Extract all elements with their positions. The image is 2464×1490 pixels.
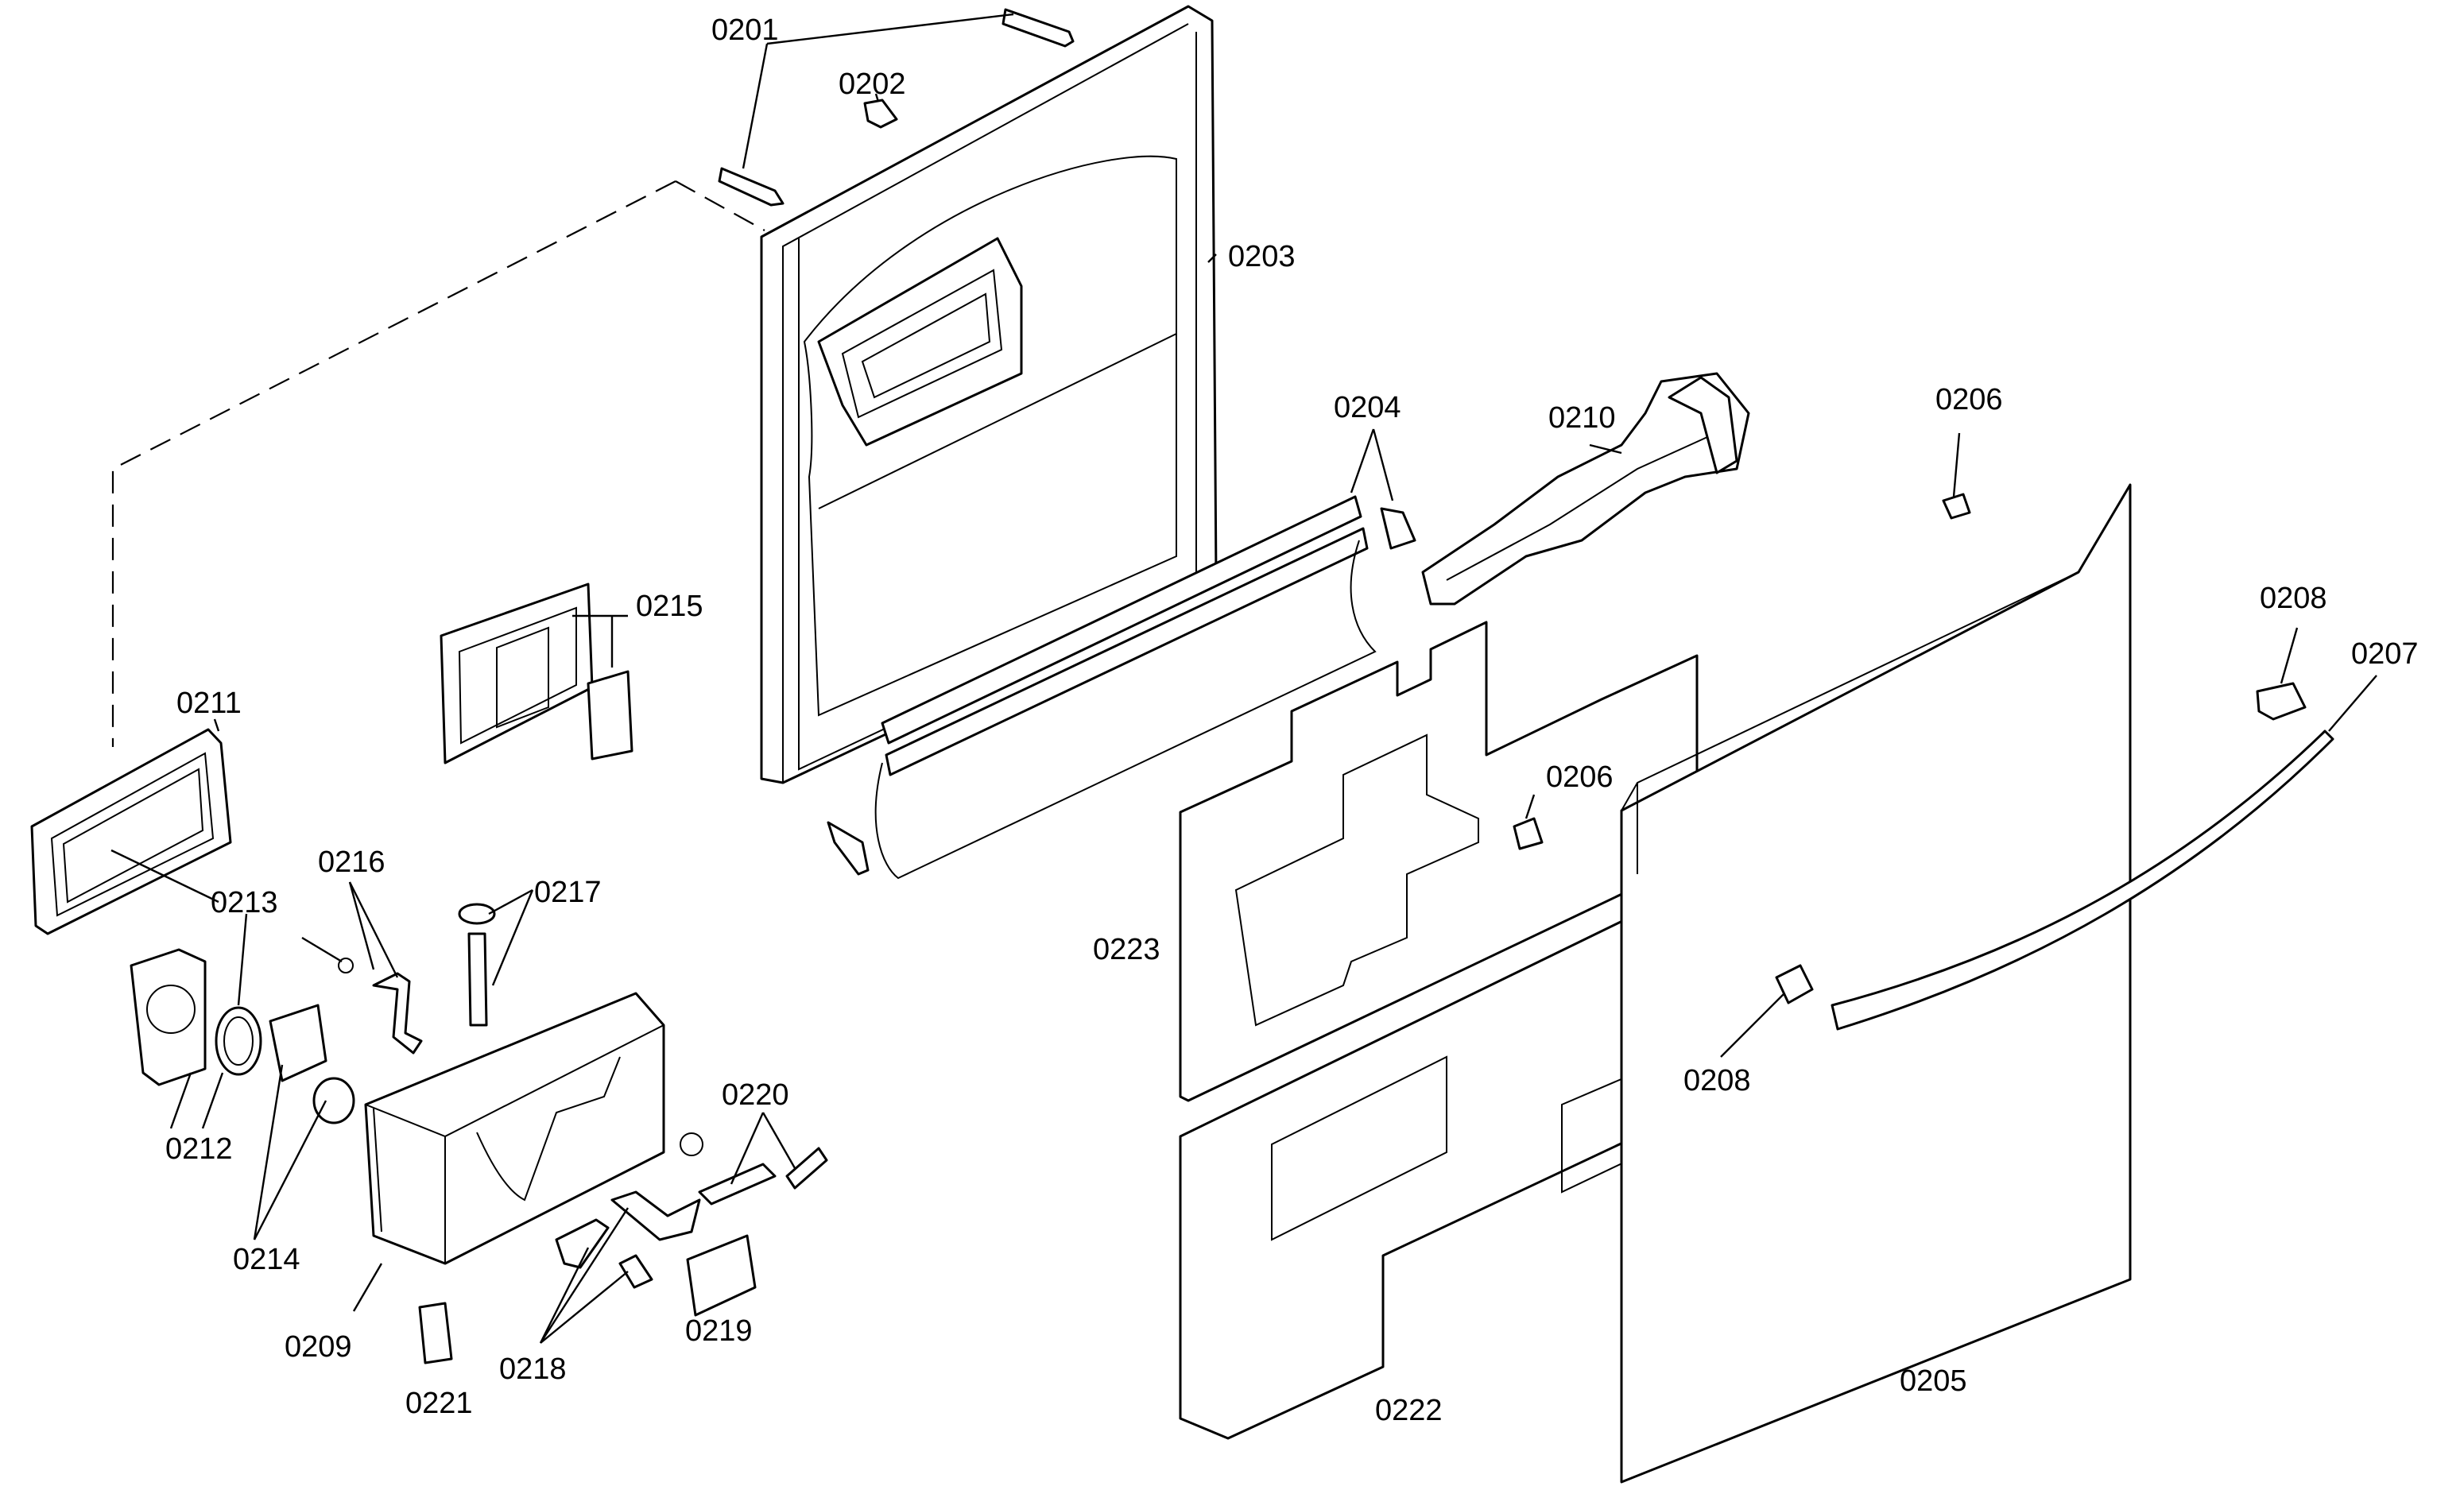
part-0207-handle-bar [1831, 730, 2334, 1031]
alignment-dashed-line [111, 180, 676, 747]
label-0207: 0207 [2351, 637, 2419, 671]
label-0202: 0202 [839, 68, 906, 101]
part-0201-screws [718, 8, 1075, 207]
label-0220: 0220 [722, 1078, 789, 1112]
part-0212-cover-plate [130, 948, 207, 1086]
label-0211: 0211 [176, 687, 242, 720]
label-0205: 0205 [1900, 1364, 1967, 1398]
part-0204-rail [827, 495, 1416, 880]
label-0204: 0204 [1334, 391, 1401, 424]
label-0221: 0221 [405, 1387, 473, 1420]
part-0221-card [418, 1302, 453, 1364]
label-0210: 0210 [1548, 401, 1616, 435]
part-0219-switch [686, 1234, 757, 1317]
part-0223-insulation-upper [1179, 621, 1699, 1102]
part-0206-screws [1513, 493, 1971, 850]
label-0206-mid: 0206 [1546, 760, 1614, 794]
label-0208-bottom: 0208 [1683, 1064, 1751, 1097]
label-0208-top: 0208 [2260, 582, 2327, 615]
alignment-dashed-line-2 [675, 180, 765, 231]
label-0214: 0214 [233, 1243, 300, 1276]
part-0210-hinge-bracket [1421, 372, 1750, 606]
label-0223: 0223 [1093, 933, 1160, 966]
part-0202-clip [863, 99, 898, 129]
part-0216-latch-pin [338, 958, 423, 1055]
label-0217: 0217 [534, 876, 602, 909]
label-0206-top: 0206 [1935, 383, 2003, 416]
part-0218-levers-springs [555, 1190, 701, 1289]
label-0218: 0218 [499, 1353, 567, 1386]
part-0211-gasket-frame [30, 728, 232, 935]
label-0212: 0212 [165, 1132, 233, 1166]
label-0216: 0216 [318, 846, 385, 879]
part-0208-end-caps [1775, 682, 2307, 1004]
part-labels: 0201 0202 0203 0204 0210 0206 0208 0207 … [165, 14, 2419, 1427]
label-0201: 0201 [711, 14, 779, 47]
label-0219: 0219 [685, 1314, 753, 1348]
part-0217-plunger [458, 903, 496, 1027]
part-0209-control-housing [364, 992, 665, 1265]
part-0203-inner-door [760, 5, 1218, 784]
label-0209: 0209 [285, 1330, 352, 1364]
part-0220-levers [680, 1132, 828, 1206]
label-0213: 0213 [211, 886, 278, 919]
leader-lines [110, 13, 2377, 1344]
label-0203: 0203 [1228, 240, 1296, 273]
part-0205-outer-door-panel [1620, 483, 2132, 1484]
label-0222: 0222 [1375, 1394, 1443, 1427]
part-0215-filter-panel [440, 582, 633, 764]
part-0213-0214-knob-assembly [215, 1004, 355, 1124]
label-0215: 0215 [636, 590, 703, 623]
